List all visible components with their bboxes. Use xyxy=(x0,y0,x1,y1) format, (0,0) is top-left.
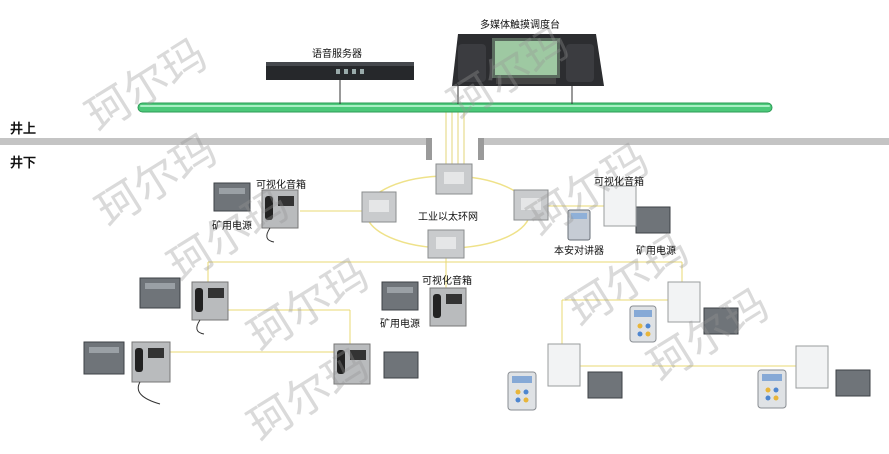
visual-speaker-label: 可视化音箱 xyxy=(256,180,306,191)
dispatch-console-device xyxy=(452,34,604,104)
intercom-device xyxy=(507,371,537,411)
power-label: 矿用电源 xyxy=(636,246,676,257)
mine-power-supply xyxy=(835,369,871,397)
shaft-fibers xyxy=(445,110,465,170)
ring-node xyxy=(513,189,549,221)
backbone-bus xyxy=(137,102,773,113)
intercom-device xyxy=(629,305,657,343)
network-diagram xyxy=(0,34,889,411)
mine-power-supply xyxy=(213,182,251,212)
shaft-wall-right xyxy=(478,138,484,160)
mine-telephone xyxy=(131,341,171,405)
mine-telephone xyxy=(429,287,467,327)
underground-label: 井下 xyxy=(10,156,37,171)
power-label: 矿用电源 xyxy=(380,319,420,330)
link-lines xyxy=(170,205,804,367)
mine-power-supply xyxy=(383,351,419,379)
intercom-device xyxy=(567,209,591,241)
ring-network-label: 工业以太环网 xyxy=(418,212,478,223)
dispatch-console-label: 多媒体触摸调度台 xyxy=(480,20,560,31)
shaft-gap xyxy=(430,136,482,148)
above-ground-label: 井上 xyxy=(10,122,37,137)
visual-speaker-label: 可视化音箱 xyxy=(422,276,472,287)
mine-power-supply xyxy=(635,206,671,234)
voice-server-label: 语音服务器 xyxy=(312,49,362,60)
visual-speaker-box xyxy=(667,281,701,323)
mine-power-supply xyxy=(587,371,623,399)
visual-speaker-label: 可视化音箱 xyxy=(594,177,644,188)
mine-power-supply xyxy=(83,341,125,375)
intercom-label: 本安对讲器 xyxy=(554,246,604,257)
ring-node xyxy=(435,163,473,195)
intercom-device xyxy=(757,369,787,409)
mine-power-supply xyxy=(139,277,181,309)
mine-telephone xyxy=(191,281,229,335)
mine-telephone xyxy=(261,189,299,243)
shaft-wall-left xyxy=(426,138,432,160)
mine-telephone xyxy=(333,343,371,385)
ring-node xyxy=(361,191,397,223)
mine-power-supply xyxy=(381,281,419,311)
voice-server-device xyxy=(266,62,414,104)
mine-power-supply xyxy=(703,307,739,335)
visual-speaker-box xyxy=(795,345,829,389)
ring-node xyxy=(427,229,465,259)
visual-speaker-box xyxy=(603,185,637,227)
power-label: 矿用电源 xyxy=(212,221,252,232)
visual-speaker-box xyxy=(547,343,581,387)
